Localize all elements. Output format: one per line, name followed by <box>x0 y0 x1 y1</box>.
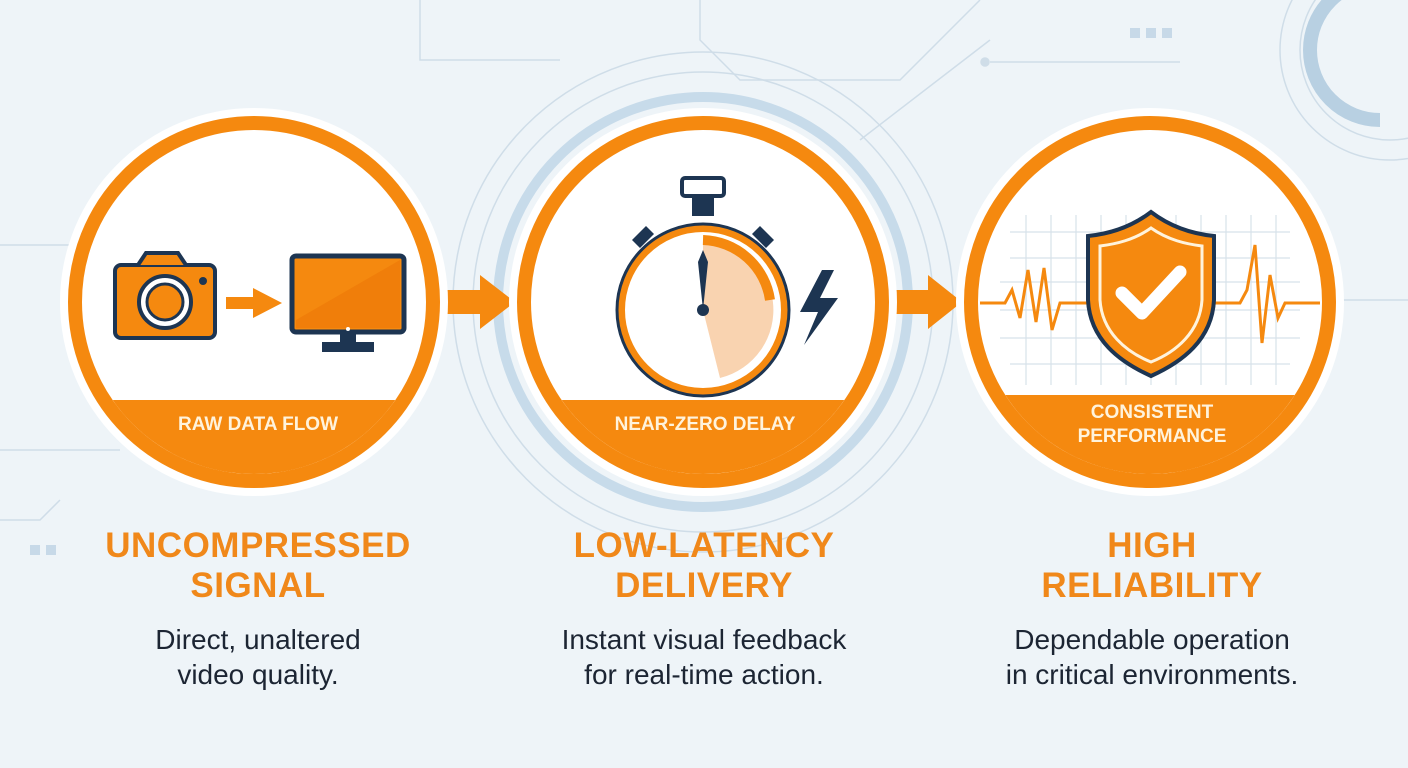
flow-arrows <box>440 275 962 329</box>
desc-line: Dependable operation <box>1014 624 1290 655</box>
monitor-icon <box>289 253 407 352</box>
desc-line: video quality. <box>177 659 339 690</box>
step-description: Direct, unaltered video quality. <box>38 622 478 692</box>
step-title-line: DELIVERY <box>615 566 793 605</box>
step-circle-near-zero-delay <box>509 108 897 496</box>
desc-line: in critical environments. <box>1005 659 1299 690</box>
heartbeat-line-icon <box>980 244 1320 344</box>
decorative-arc <box>1303 0 1381 127</box>
arrow-icon <box>226 288 282 318</box>
banner-label: NEAR-ZERO DELAY <box>615 414 796 435</box>
lightning-icon <box>800 270 838 345</box>
step-circle-raw-data-flow <box>60 108 448 496</box>
step-title-line: UNCOMPRESSED <box>105 526 411 565</box>
desc-line: Direct, unaltered <box>155 624 361 655</box>
step-title-line: LOW-LATENCY <box>573 526 835 565</box>
step-description: Dependable operation in critical environ… <box>932 622 1372 692</box>
banner-label: PERFORMANCE <box>1078 426 1227 447</box>
camera-icon <box>113 251 217 340</box>
step-title: HIGH RELIABILITY <box>942 526 1362 606</box>
desc-line: Instant visual feedback <box>561 624 847 655</box>
stopwatch-icon <box>615 176 791 398</box>
step-title-line: SIGNAL <box>190 566 326 605</box>
step-title-line: HIGH <box>1107 526 1197 565</box>
banner-label: CONSISTENT <box>1091 402 1214 423</box>
step-description: Instant visual feedback for real-time ac… <box>484 622 924 692</box>
step-title: UNCOMPRESSED SIGNAL <box>48 526 468 606</box>
shield-check-icon <box>1086 209 1216 379</box>
decorative-squares <box>30 28 1172 555</box>
banner-label: RAW DATA FLOW <box>178 414 338 435</box>
desc-line: for real-time action. <box>584 659 824 690</box>
step-title-line: RELIABILITY <box>1041 566 1263 605</box>
step-title: LOW-LATENCY DELIVERY <box>494 526 914 606</box>
step-circle-consistent-performance <box>956 108 1344 496</box>
